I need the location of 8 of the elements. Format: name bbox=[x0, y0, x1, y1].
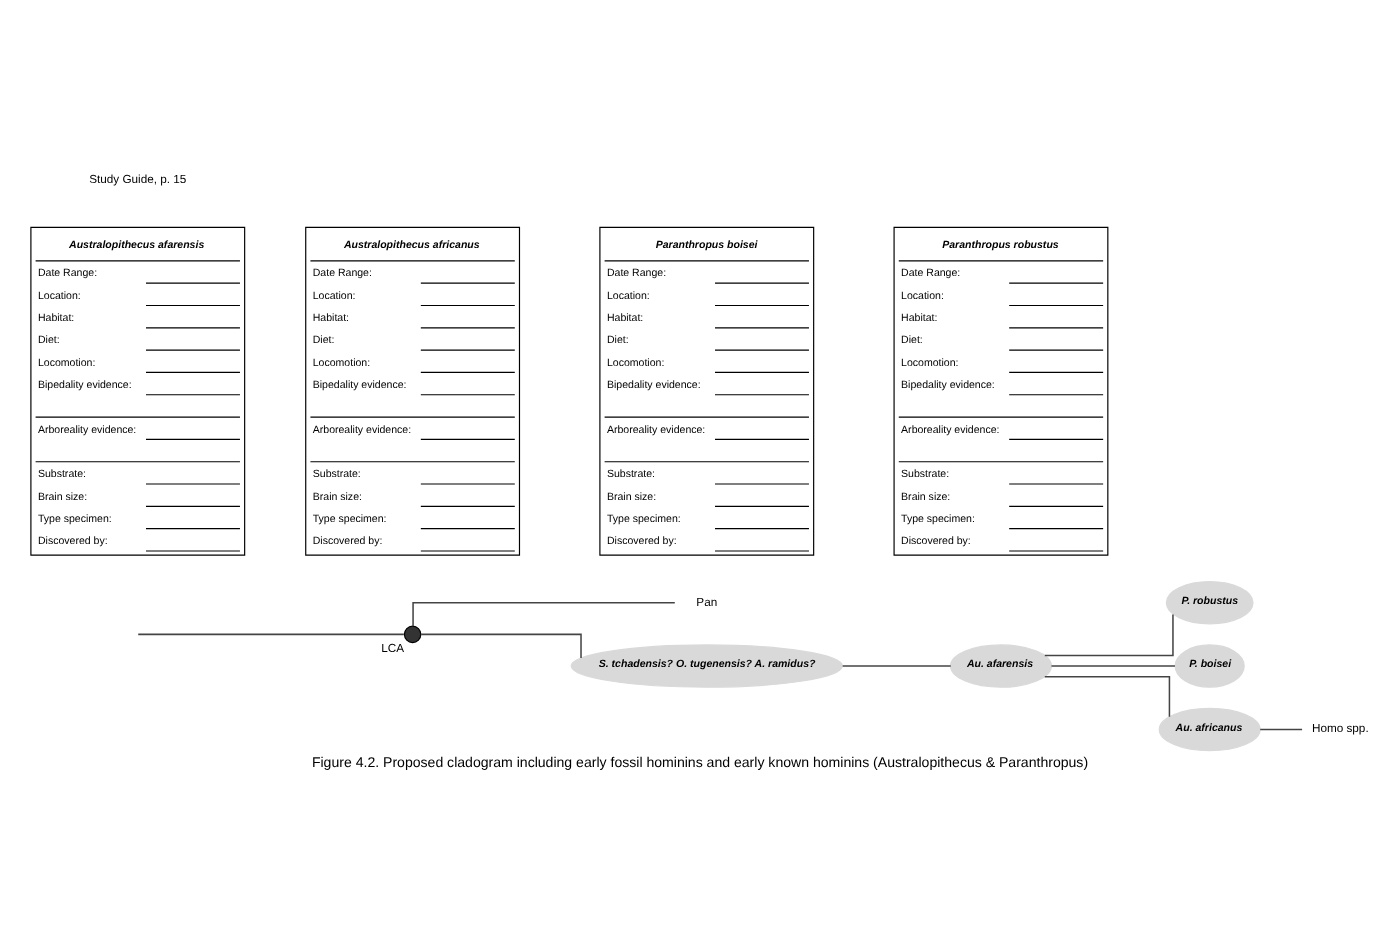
node-circle bbox=[403, 625, 422, 644]
connector bbox=[412, 601, 676, 627]
connector bbox=[1259, 728, 1303, 731]
connector bbox=[1044, 613, 1174, 657]
connector bbox=[1050, 665, 1176, 667]
connector bbox=[1044, 675, 1171, 718]
connector bbox=[841, 665, 952, 667]
connector bbox=[137, 633, 405, 636]
